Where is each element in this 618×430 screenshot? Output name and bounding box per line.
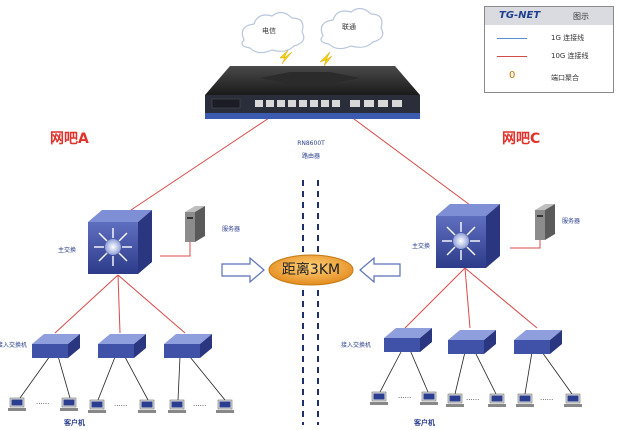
server-label-c: 服务器 <box>562 218 581 225</box>
legend-line-10g <box>497 56 527 57</box>
client-ellipsis: ...... <box>193 400 207 408</box>
legend: TG-NET 图示 1G 连接线 10G 连接线 0 端口聚合 <box>484 6 614 93</box>
access-switch <box>32 334 80 358</box>
core-switch-a <box>88 210 152 274</box>
cloud-telecom <box>241 11 305 54</box>
site-a-links <box>54 274 186 334</box>
legend-aggregation-symbol: 0 <box>509 70 516 81</box>
legend-brand: TG-NET <box>499 10 541 21</box>
uplink-c <box>349 115 471 206</box>
lightning-icon <box>279 49 293 65</box>
core-switch-c <box>436 204 500 268</box>
legend-label-10g: 10G 连接线 <box>551 52 589 60</box>
client-ellipsis: ...... <box>466 394 480 402</box>
router-model: RN8600T <box>297 140 325 147</box>
client-ellipsis: ...... <box>36 398 50 406</box>
client-links-a <box>19 355 226 401</box>
legend-title: 图示 <box>573 12 589 21</box>
cloud-label-unicom: 联通 <box>342 23 356 31</box>
client-label-c: 客户机 <box>414 419 435 427</box>
access-switch <box>384 328 432 352</box>
client-ellipsis: ...... <box>114 400 128 408</box>
client-links-c <box>379 349 573 395</box>
access-switch <box>514 330 562 354</box>
client-ellipsis: ...... <box>398 392 412 400</box>
lightning-icon <box>319 51 333 67</box>
site-separator <box>302 180 319 425</box>
server-icon-a <box>185 206 205 242</box>
legend-label-aggregation: 端口聚合 <box>551 74 579 82</box>
access-switch <box>448 330 496 354</box>
router-device <box>205 66 420 119</box>
legend-header: TG-NET 图示 <box>485 7 613 25</box>
client-ellipsis: ...... <box>540 394 554 402</box>
access-switch <box>164 334 212 358</box>
cloud-unicom <box>320 7 384 50</box>
site-c-links <box>404 267 538 329</box>
legend-line-1g <box>497 38 527 39</box>
arrow-right-icon <box>221 256 265 284</box>
legend-label-1g: 1G 连接线 <box>551 34 585 42</box>
site-title-a: 网吧A <box>50 131 89 147</box>
access-switch-label-a: 接入交换机 <box>0 342 28 349</box>
site-title-c: 网吧C <box>502 131 541 147</box>
cloud-label-telecom: 电信 <box>262 27 276 35</box>
distance-badge <box>268 254 354 286</box>
client-pcs <box>8 391 582 413</box>
server-icon-c <box>535 204 555 240</box>
router-role: 路由器 <box>301 153 320 160</box>
uplink-a <box>127 115 273 213</box>
core-switch-label-a: 主交换 <box>58 247 77 254</box>
access-switch <box>98 334 146 358</box>
distance-label: 距离3KM <box>281 262 341 278</box>
access-switch-label-c: 接入交换机 <box>341 342 372 349</box>
arrow-left-icon <box>359 256 401 284</box>
client-label-a: 客户机 <box>64 419 85 427</box>
server-link-a <box>160 238 191 257</box>
server-label-a: 服务器 <box>222 226 241 233</box>
core-switch-label-c: 主交换 <box>412 243 431 250</box>
